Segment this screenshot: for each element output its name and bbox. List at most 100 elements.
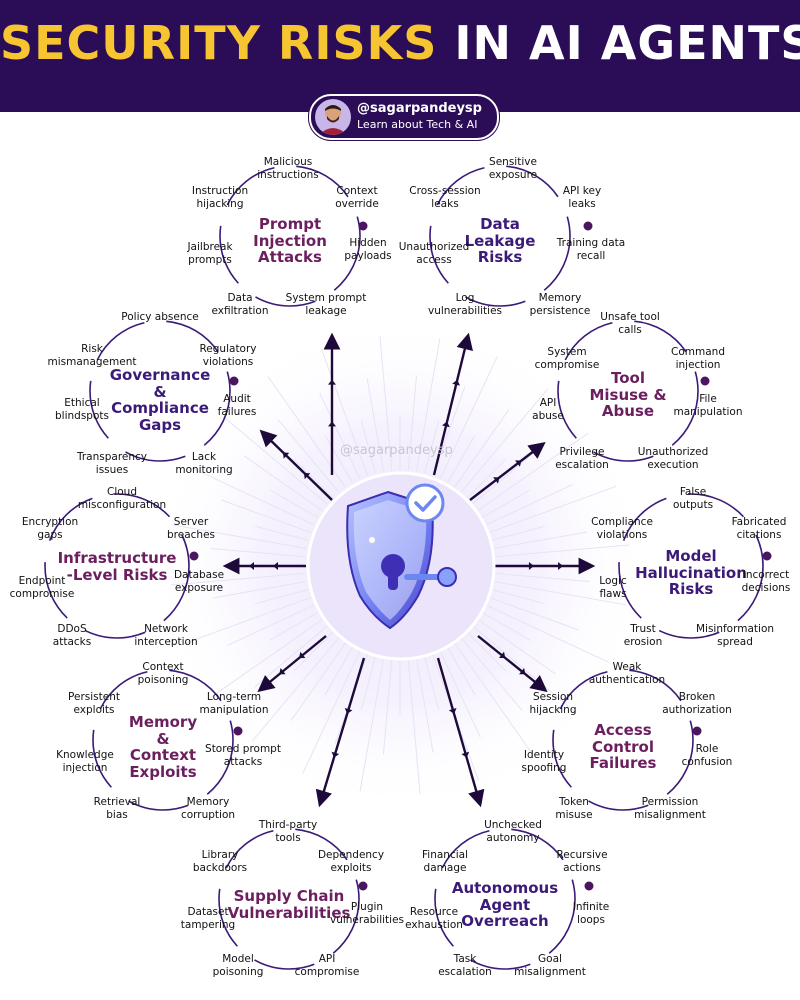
ray-line [227,604,315,646]
ray-line [416,338,441,472]
ray-line [210,547,306,558]
ray-line [493,581,627,606]
cluster-ring-3-dot [700,376,710,386]
cluster-ring-6-dot [584,881,594,891]
ray-line [254,589,309,605]
title-rest: IN AI AGENTS [454,16,800,70]
cluster-rings [44,165,772,970]
cluster-ring-6 [434,828,576,970]
arrow-3-chevron-2 [515,460,522,467]
cluster-ring-1-dot [358,221,368,231]
cluster-ring-7-dot [358,881,368,891]
ray-line [424,419,440,474]
arrow-4-chevron-2 [558,562,564,570]
author-badge[interactable]: @sagarpandeysp Learn about Tech & AI [309,94,499,140]
ray-line [477,432,589,511]
cluster-ring-4 [618,493,764,639]
page-title: SECURITY RISKS IN AI AGENTS [0,16,800,70]
arrow-4-chevron-1 [528,562,534,570]
arrow-8-chevron-2 [279,668,286,675]
ray-line [211,619,323,698]
ray-line [277,419,340,493]
arrow-8 [257,635,327,693]
ray-line [223,416,328,505]
arrow-2-chevron-2 [452,379,460,386]
ray-line [493,531,588,549]
ray-line [302,650,361,774]
arrow-2-chevron-1 [442,421,450,428]
arrow-10-chevron-1 [303,472,311,480]
ray-line [324,434,353,483]
ray-line [416,658,434,753]
arrow-7 [315,657,366,808]
avatar [315,99,351,135]
ray-line [472,625,577,714]
ray-line [360,419,376,474]
author-tagline: Learn about Tech & AI [357,118,478,131]
author-handle: @sagarpandeysp [357,101,482,116]
ray-line [319,392,361,480]
cluster-ring-2 [429,165,571,307]
ray-line [183,597,311,645]
cluster-arrows [222,332,596,808]
ray-line [489,485,617,533]
cluster-ring-9 [44,493,190,639]
arrow-7-chevron-2 [331,751,340,758]
ray-line [424,656,440,711]
header-banner [0,0,800,112]
cluster-ring-7 [218,828,360,970]
ray-line [293,458,334,499]
cluster-ring-5 [552,669,694,811]
ray-line [170,572,306,586]
arrow-1-chevron-2 [328,379,336,385]
cluster-10-item-1: Policy absence [121,311,199,323]
ray-line [360,656,376,711]
cluster-ring-1 [219,165,361,307]
ray-line [191,467,315,526]
arrow-10 [259,429,333,501]
cluster-ring-2-dot [583,221,593,231]
